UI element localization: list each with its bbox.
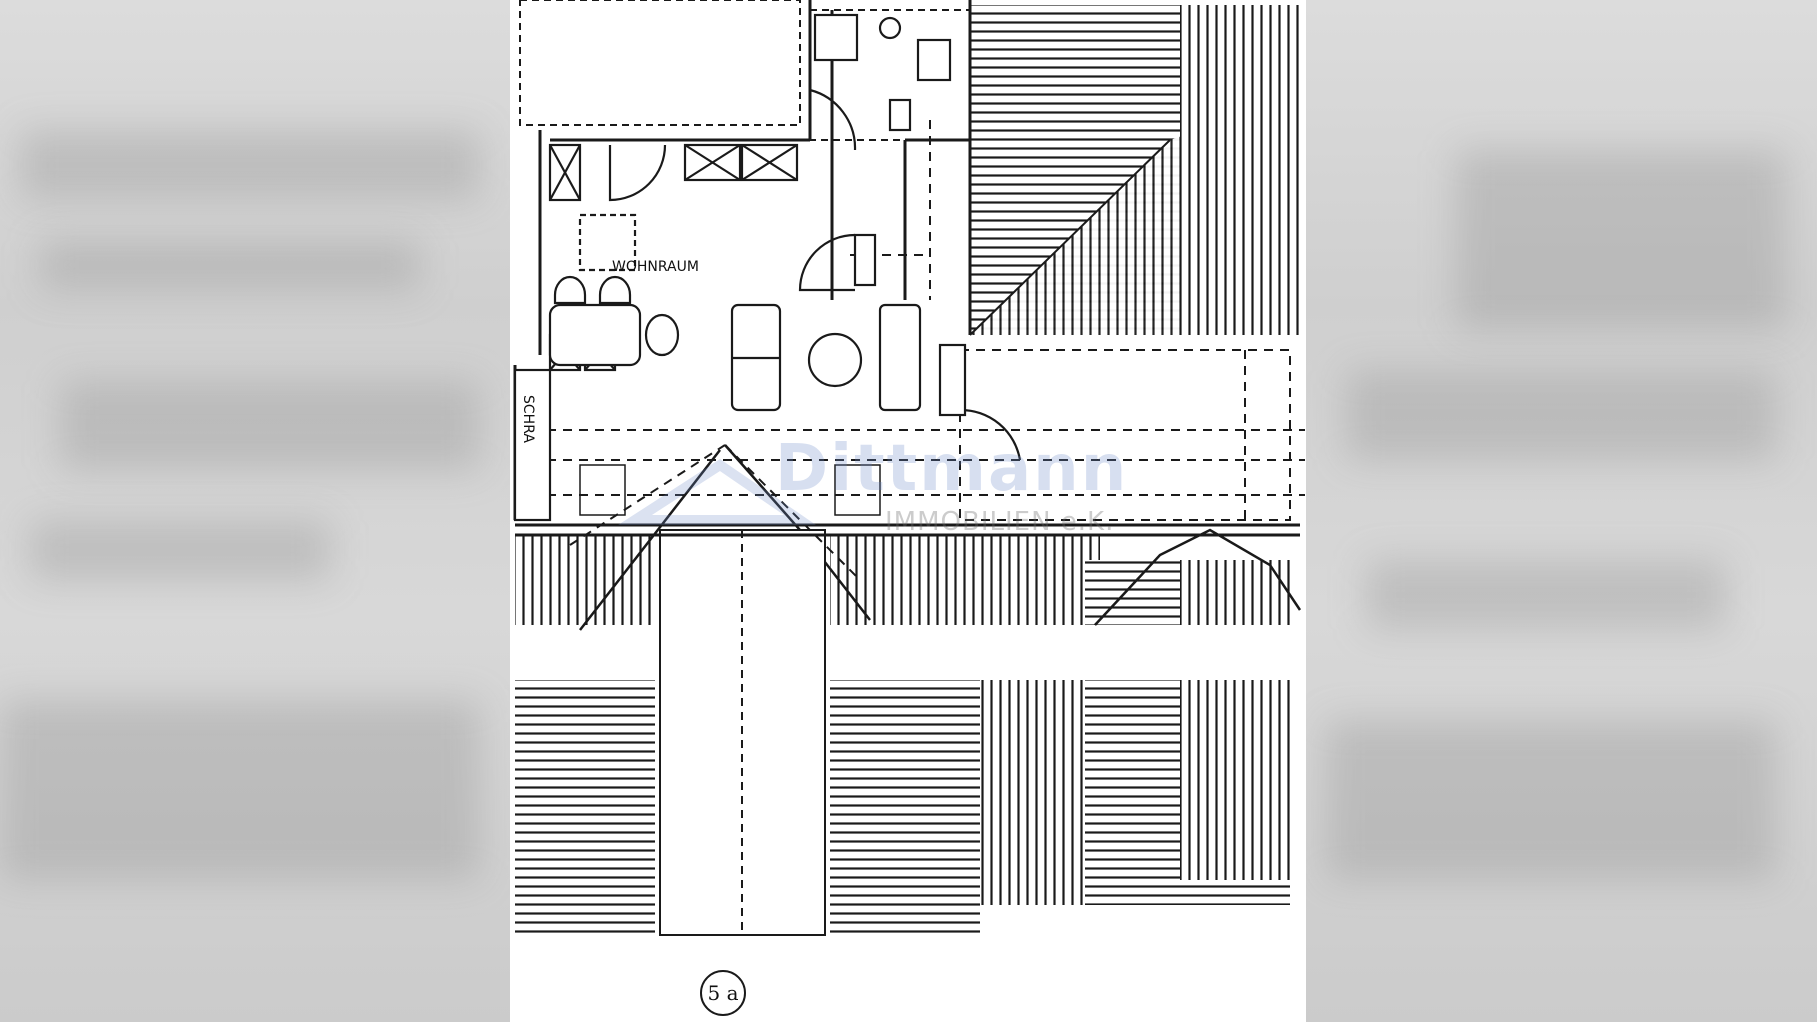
- roof-hatching-upper: [969, 5, 1300, 336]
- skylight-marks: [579, 464, 881, 516]
- page-number: 5 a: [707, 981, 738, 1005]
- watermark: Dittmann IMMOBILIEN e.K.: [618, 432, 1128, 537]
- side-label: SCHRA: [520, 395, 536, 443]
- roof-hatching-lower: [515, 535, 1306, 935]
- upper-room: [519, 0, 971, 141]
- furniture: [548, 213, 967, 417]
- side-strip: [513, 368, 552, 522]
- bathroom-fixtures: [813, 13, 952, 287]
- page-number-badge: 5 a: [700, 970, 746, 1016]
- floor-plan-drawing: WOHNRAUM SCHRA Dittmann IMMOBILIEN e.K. …: [513, 0, 1306, 1016]
- blurred-background-left: [0, 0, 510, 1022]
- doors: [608, 88, 1022, 461]
- blurred-background-right: [1306, 0, 1817, 1022]
- watermark-name: Dittmann: [775, 432, 1128, 506]
- central-walkway: [659, 529, 826, 936]
- watermark-subtitle: IMMOBILIEN e.K.: [885, 507, 1114, 537]
- slope-lines: [515, 120, 1305, 581]
- room-label: WOHNRAUM: [612, 259, 699, 275]
- floor-plan-sheet: WOHNRAUM SCHRA Dittmann IMMOBILIEN e.K. …: [510, 0, 1306, 1022]
